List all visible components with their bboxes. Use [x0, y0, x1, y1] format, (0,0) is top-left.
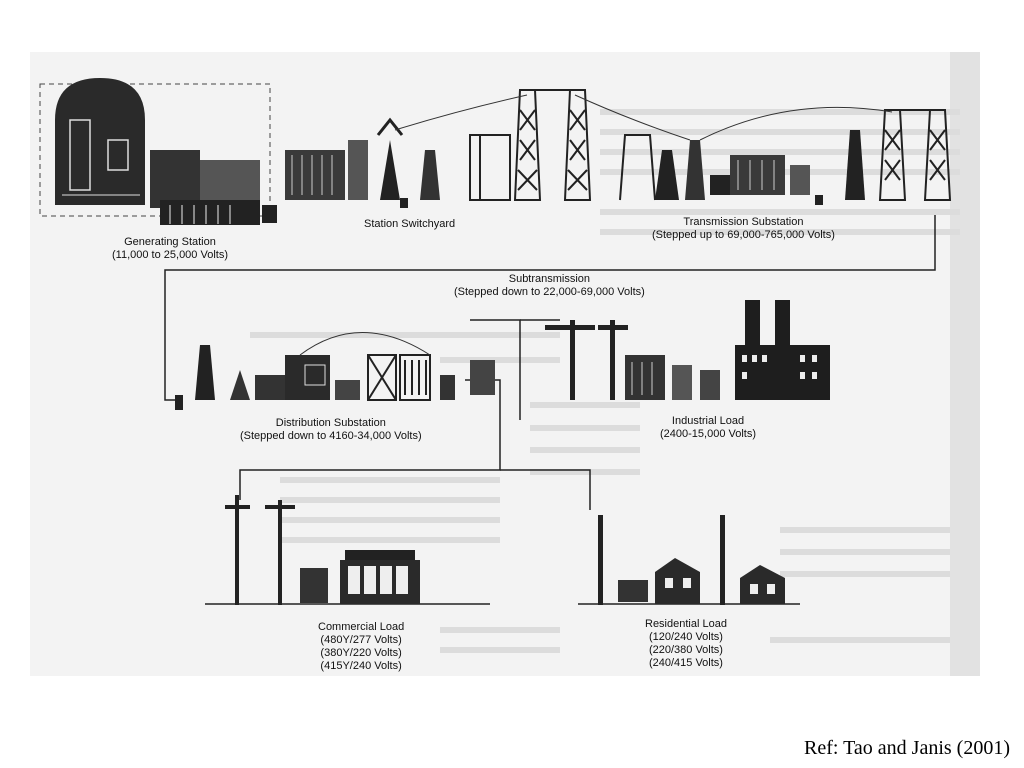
residential-load-label: Residential Load (120/240 Volts) (220/38…	[645, 618, 727, 670]
industrial-load-voltage: (2400-15,000 Volts)	[660, 428, 757, 440]
residential-load-title: Residential Load	[645, 618, 727, 630]
commercial-load-voltage-3: (415Y/240 Volts)	[320, 660, 402, 672]
transmission-substation-voltage: (Stepped up to 69,000-765,000 Volts)	[652, 229, 835, 241]
distribution-substation-title: Distribution Substation	[275, 417, 386, 429]
scan-shadow-right	[950, 52, 980, 676]
subtransmission-voltage: (Stepped down to 22,000-69,000 Volts)	[454, 286, 645, 298]
generating-station-label: Generating Station (11,000 to 25,000 Vol…	[112, 236, 228, 262]
residential-load-illustration	[598, 515, 785, 605]
industrial-load-title: Industrial Load	[671, 415, 745, 427]
distribution-substation-label: Distribution Substation (Stepped down to…	[240, 417, 422, 443]
scan-paper	[30, 52, 976, 676]
transmission-substation-title: Transmission Substation	[683, 216, 804, 228]
distribution-substation-voltage: (Stepped down to 4160-34,000 Volts)	[240, 430, 422, 442]
generating-station-title: Generating Station	[124, 236, 216, 248]
transmission-substation-label: Transmission Substation (Stepped up to 6…	[652, 216, 835, 242]
industrial-load-label: Industrial Load (2400-15,000 Volts)	[660, 415, 756, 441]
transmission-lines	[394, 94, 893, 141]
subtransmission-label: Subtransmission (Stepped down to 22,000-…	[454, 273, 645, 299]
residential-load-voltage-2: (220/380 Volts)	[648, 644, 723, 656]
transmission-substation-illustration	[655, 130, 865, 205]
bleed-through-text	[250, 109, 960, 653]
residential-load-voltage-3: (240/415 Volts)	[648, 657, 723, 669]
transmission-towers	[469, 89, 952, 201]
residential-load-voltage-1: (120/240 Volts)	[648, 631, 723, 643]
subtransmission-title: Subtransmission	[508, 273, 591, 285]
generating-station-voltage: (11,000 to 25,000 Volts)	[112, 249, 228, 261]
commercial-load-label: Commercial Load (480Y/277 Volts) (380Y/2…	[318, 621, 404, 673]
station-switchyard-label: Station Switchyard	[364, 218, 455, 231]
reference-citation: Ref: Tao and Janis (2001)	[804, 737, 1010, 759]
station-switchyard-title: Station Switchyard	[364, 218, 456, 230]
distribution-substation-illustration	[175, 332, 495, 410]
commercial-load-voltage-2: (380Y/220 Volts)	[320, 647, 402, 659]
commercial-load-voltage-1: (480Y/277 Volts)	[320, 634, 402, 646]
commercial-load-illustration	[225, 495, 420, 605]
commercial-load-title: Commercial Load	[318, 621, 405, 633]
generating-station-illustration	[39, 78, 277, 225]
industrial-load-illustration	[545, 300, 830, 400]
station-switchyard-illustration	[285, 117, 440, 208]
